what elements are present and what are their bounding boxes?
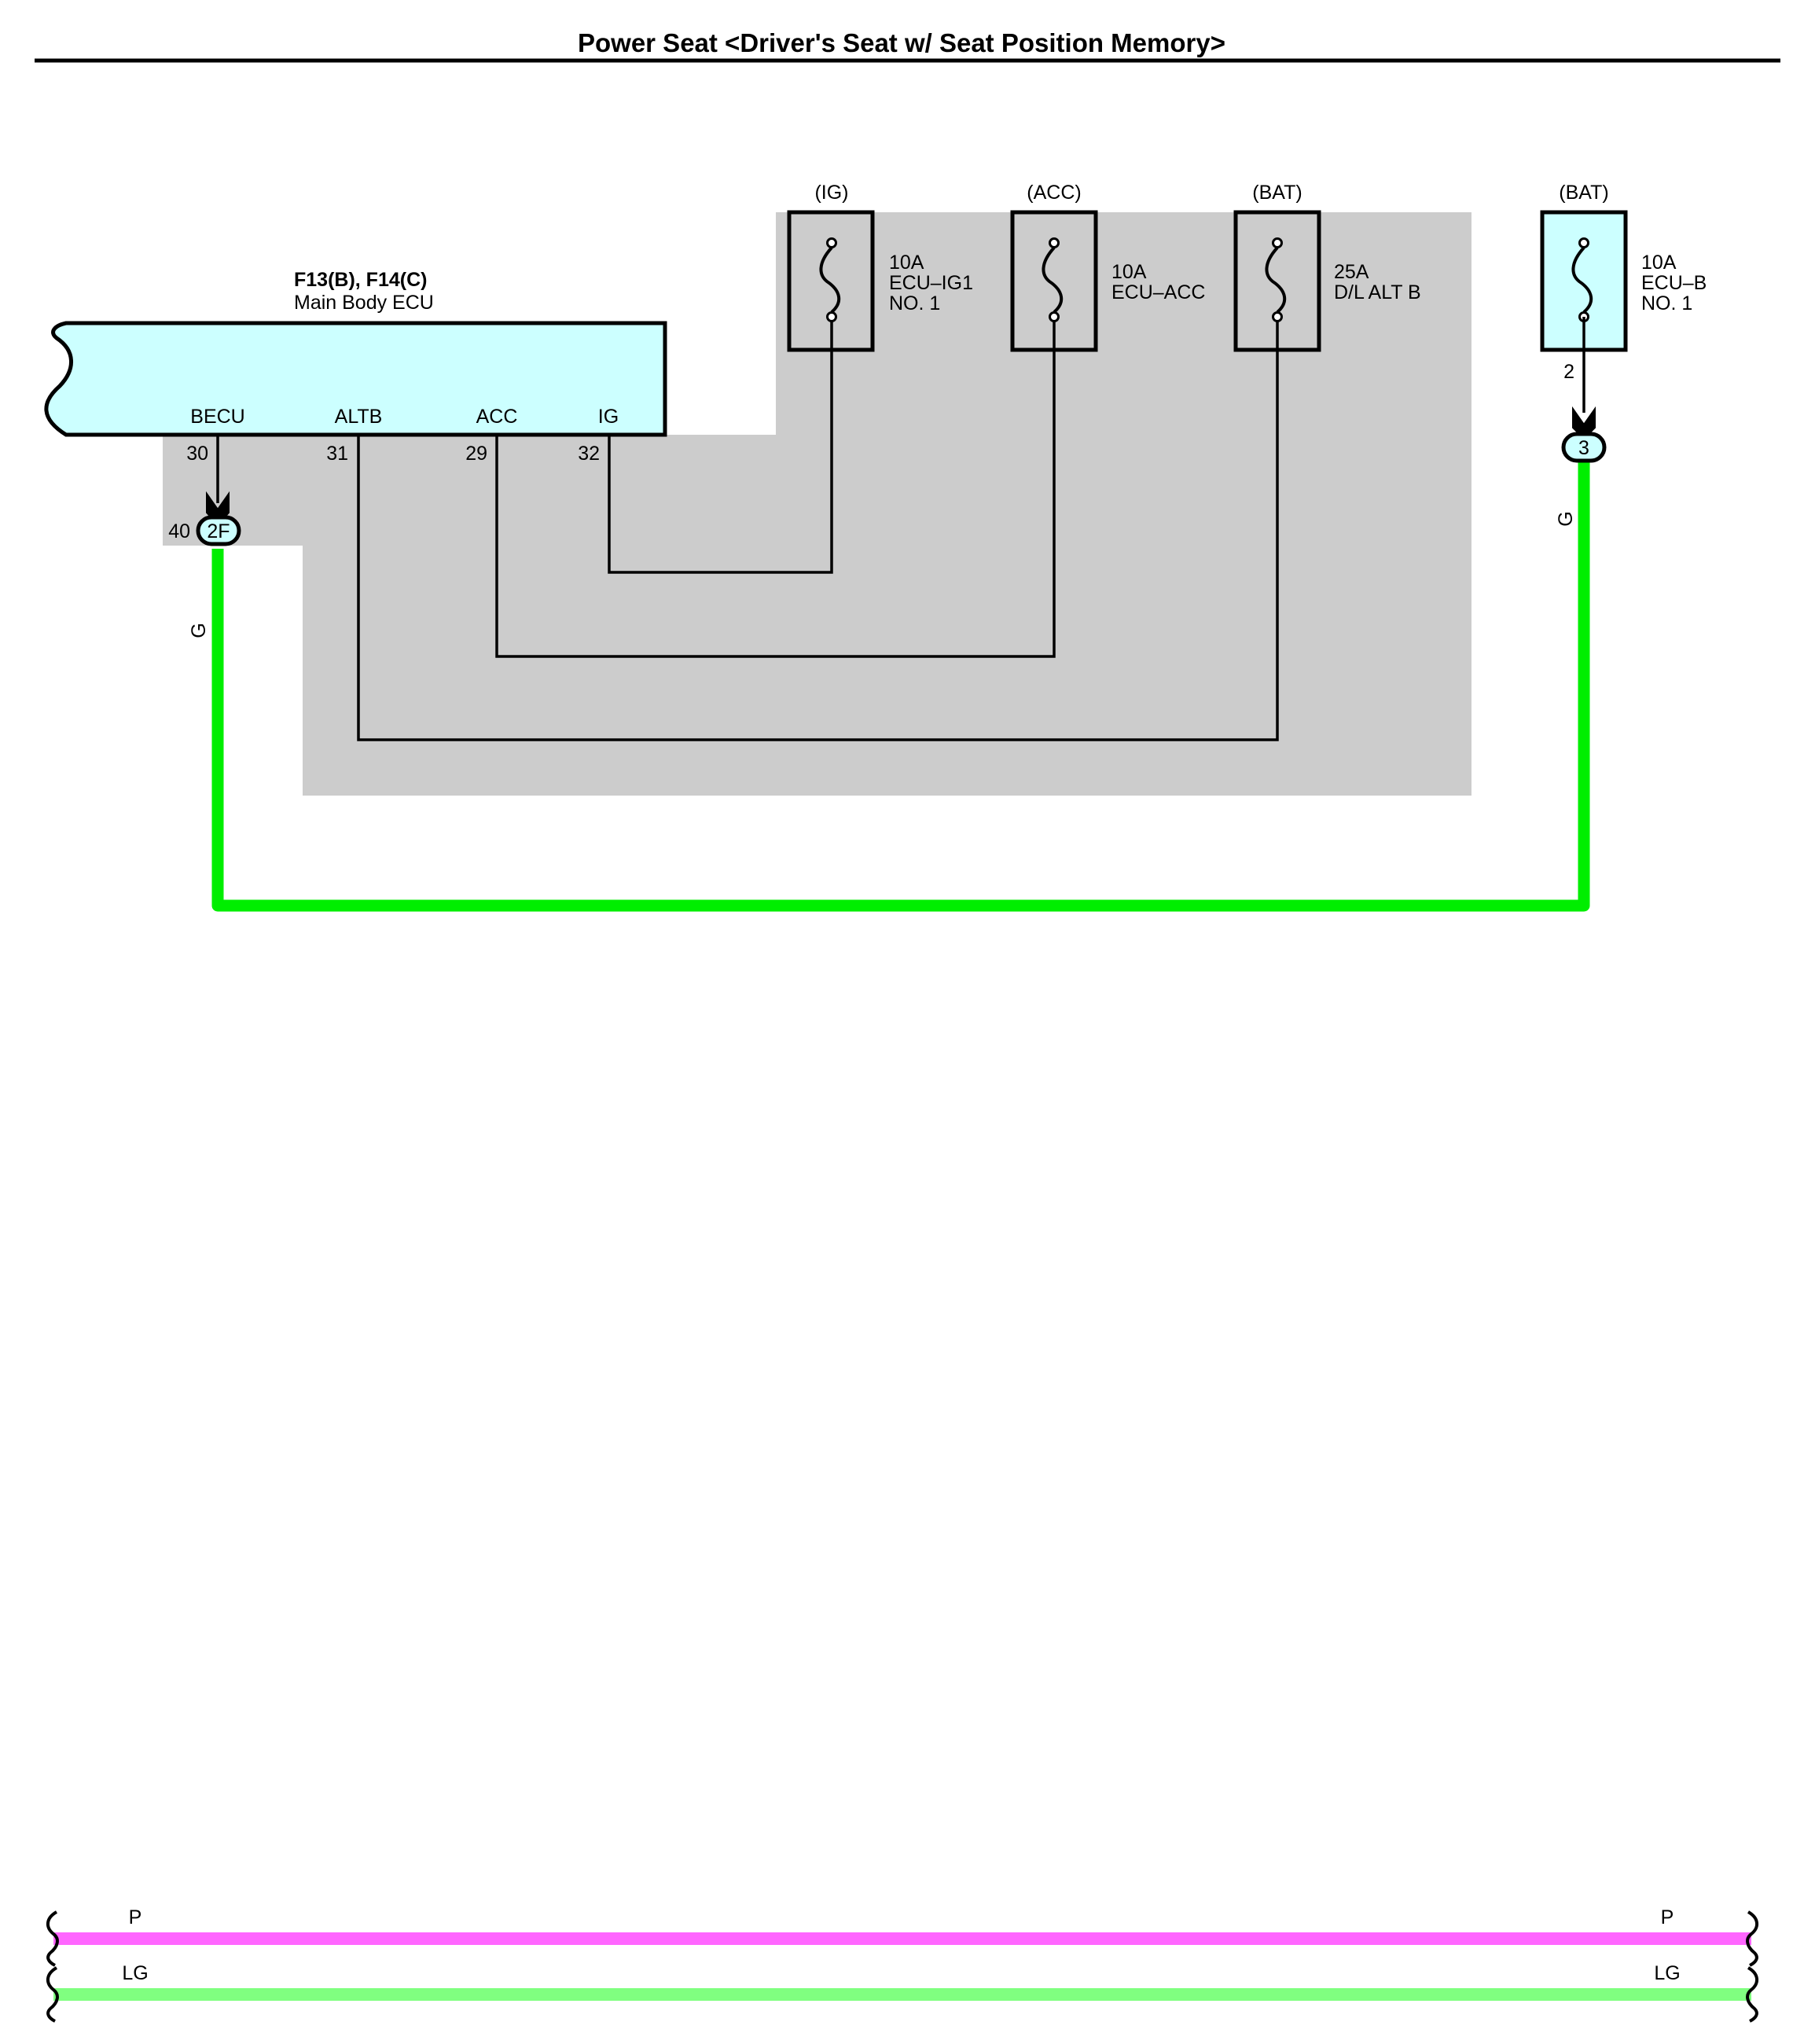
fuse-element-icon [1571,246,1593,314]
fuse-terminal [1272,237,1283,248]
terminal-ig-label: IG [598,406,619,428]
pin-31-label: 31 [326,443,348,465]
pin-29-label: 29 [465,443,487,465]
fuse-box [1233,210,1321,352]
wire-lg-label-right: LG [1654,1962,1680,1984]
terminal-altb-label: ALTB [335,406,383,428]
fuse-ecu-acc: (ACC) 10A ECU–ACC [1010,182,1205,352]
fuse-name-label: ECU–IG1 [889,272,973,294]
fuse-dl-alt-b: (BAT) 25A D/L ALT B [1233,182,1421,352]
fuse-element-icon [1042,246,1063,314]
ecu-name-label: Main Body ECU [294,292,434,314]
fuse-name-label-2: NO. 1 [1641,292,1692,314]
bottom-wires: P P LG LG [46,1906,1758,2023]
wire-break-icon [46,1966,59,2023]
fuse-name-label: D/L ALT B [1334,281,1421,303]
fuse-box [1010,210,1098,352]
fuse-terminal [826,237,837,248]
fuse-source-label: (BAT) [1559,182,1608,204]
fuse-name-label-2: NO. 1 [889,292,940,314]
pin-30-label: 30 [186,443,208,465]
fuse-rating-label: 10A [1641,252,1677,274]
fuse-rating-label: 10A [889,252,924,274]
terminal-becu-label: BECU [190,406,244,428]
wire-g-main [211,462,1590,912]
fuse-source-label: (ACC) [1027,182,1081,204]
wire-break-icon [1746,1910,1758,1967]
junction-2f: 2F 40 [168,491,241,546]
wire-acc [495,317,1056,658]
wire-ig [608,317,833,574]
wire-altb [357,317,1279,741]
fuse-element-icon [1265,246,1286,314]
wire-lg-label-left: LG [122,1962,148,1984]
junction-block-shading [163,212,1471,796]
wire-color-label-right: G [1555,511,1577,526]
junction-id-label: 2F [207,520,230,542]
fuse-terminal [1049,311,1060,322]
fuse-ecu-b: (BAT) 10A ECU–B NO. 1 2 [1540,182,1707,413]
wire-color-label-left: G [188,623,210,638]
fuse-rating-label: 10A [1111,261,1147,283]
fuse-box [787,210,875,352]
junction-pin-label: 40 [168,520,190,542]
ecu-box [44,321,667,437]
fuse-ecu-ig1: (IG) 10A ECU–IG1 NO. 1 [787,182,973,352]
wire-break-icon [1746,1966,1758,2023]
fuse-terminal [1049,237,1060,248]
fuse-source-label: (BAT) [1252,182,1302,204]
wire-p-label-left: P [129,1906,142,1928]
fuse-terminal [1272,311,1283,322]
junction-id-label: 3 [1578,437,1589,459]
fuse-element-icon [819,246,840,314]
ecu-connector-label: F13(B), F14(C) [294,269,427,291]
connector-arrow-icon [1572,406,1596,440]
fuse-name-label: ECU–B [1641,272,1707,294]
wire-break-icon [46,1910,59,1967]
fuse-name-label: ECU–ACC [1111,281,1205,303]
pin-32-label: 32 [578,443,600,465]
main-body-ecu: F13(B), F14(C) Main Body ECU BECU ALTB A… [44,269,667,465]
fuse-terminal [1578,237,1589,248]
junction-3: 3 [1561,406,1607,463]
junction-oval [196,515,241,546]
junction-oval [1561,432,1607,463]
fuse-pin-label: 2 [1563,361,1574,383]
fuse-rating-label: 25A [1334,261,1369,283]
page-title: Power Seat <Driver's Seat w/ Seat Positi… [578,28,1225,57]
terminal-acc-label: ACC [476,406,518,428]
fuse-source-label: (IG) [814,182,848,204]
fuse-terminal [826,311,837,322]
wire-p-label-right: P [1661,1906,1674,1928]
